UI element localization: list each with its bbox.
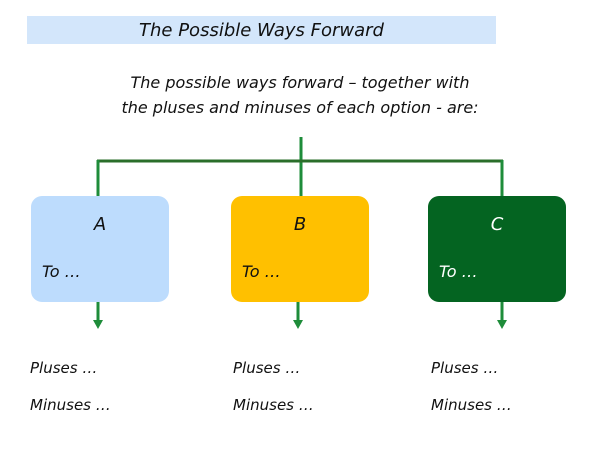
option-letter: B <box>293 214 307 235</box>
arrow-b-head <box>293 320 303 329</box>
title-bar: The Possible Ways Forward <box>27 16 496 44</box>
subtitle: The possible ways forward – together wit… <box>0 70 600 120</box>
option-box-a: A To … <box>31 196 169 302</box>
pluses-b: Pluses … <box>233 359 301 377</box>
minuses-c: Minuses … <box>431 396 512 414</box>
option-letter: A <box>93 214 107 235</box>
arrow-a-head <box>93 320 103 329</box>
pluses-c: Pluses … <box>431 359 499 377</box>
option-box-b: B To … <box>231 196 369 302</box>
option-to: To … <box>439 262 478 281</box>
minuses-a: Minuses … <box>30 396 111 414</box>
option-to: To … <box>242 262 281 281</box>
page-title: The Possible Ways Forward <box>139 19 384 41</box>
subtitle-line-2: the pluses and minuses of each option - … <box>121 98 479 117</box>
minuses-b: Minuses … <box>233 396 314 414</box>
option-box-c: C To … <box>428 196 566 302</box>
pluses-a: Pluses … <box>30 359 98 377</box>
arrow-c-head <box>497 320 507 329</box>
option-letter: C <box>490 214 504 235</box>
subtitle-line-1: The possible ways forward – together wit… <box>130 73 470 92</box>
option-to: To … <box>42 262 81 281</box>
